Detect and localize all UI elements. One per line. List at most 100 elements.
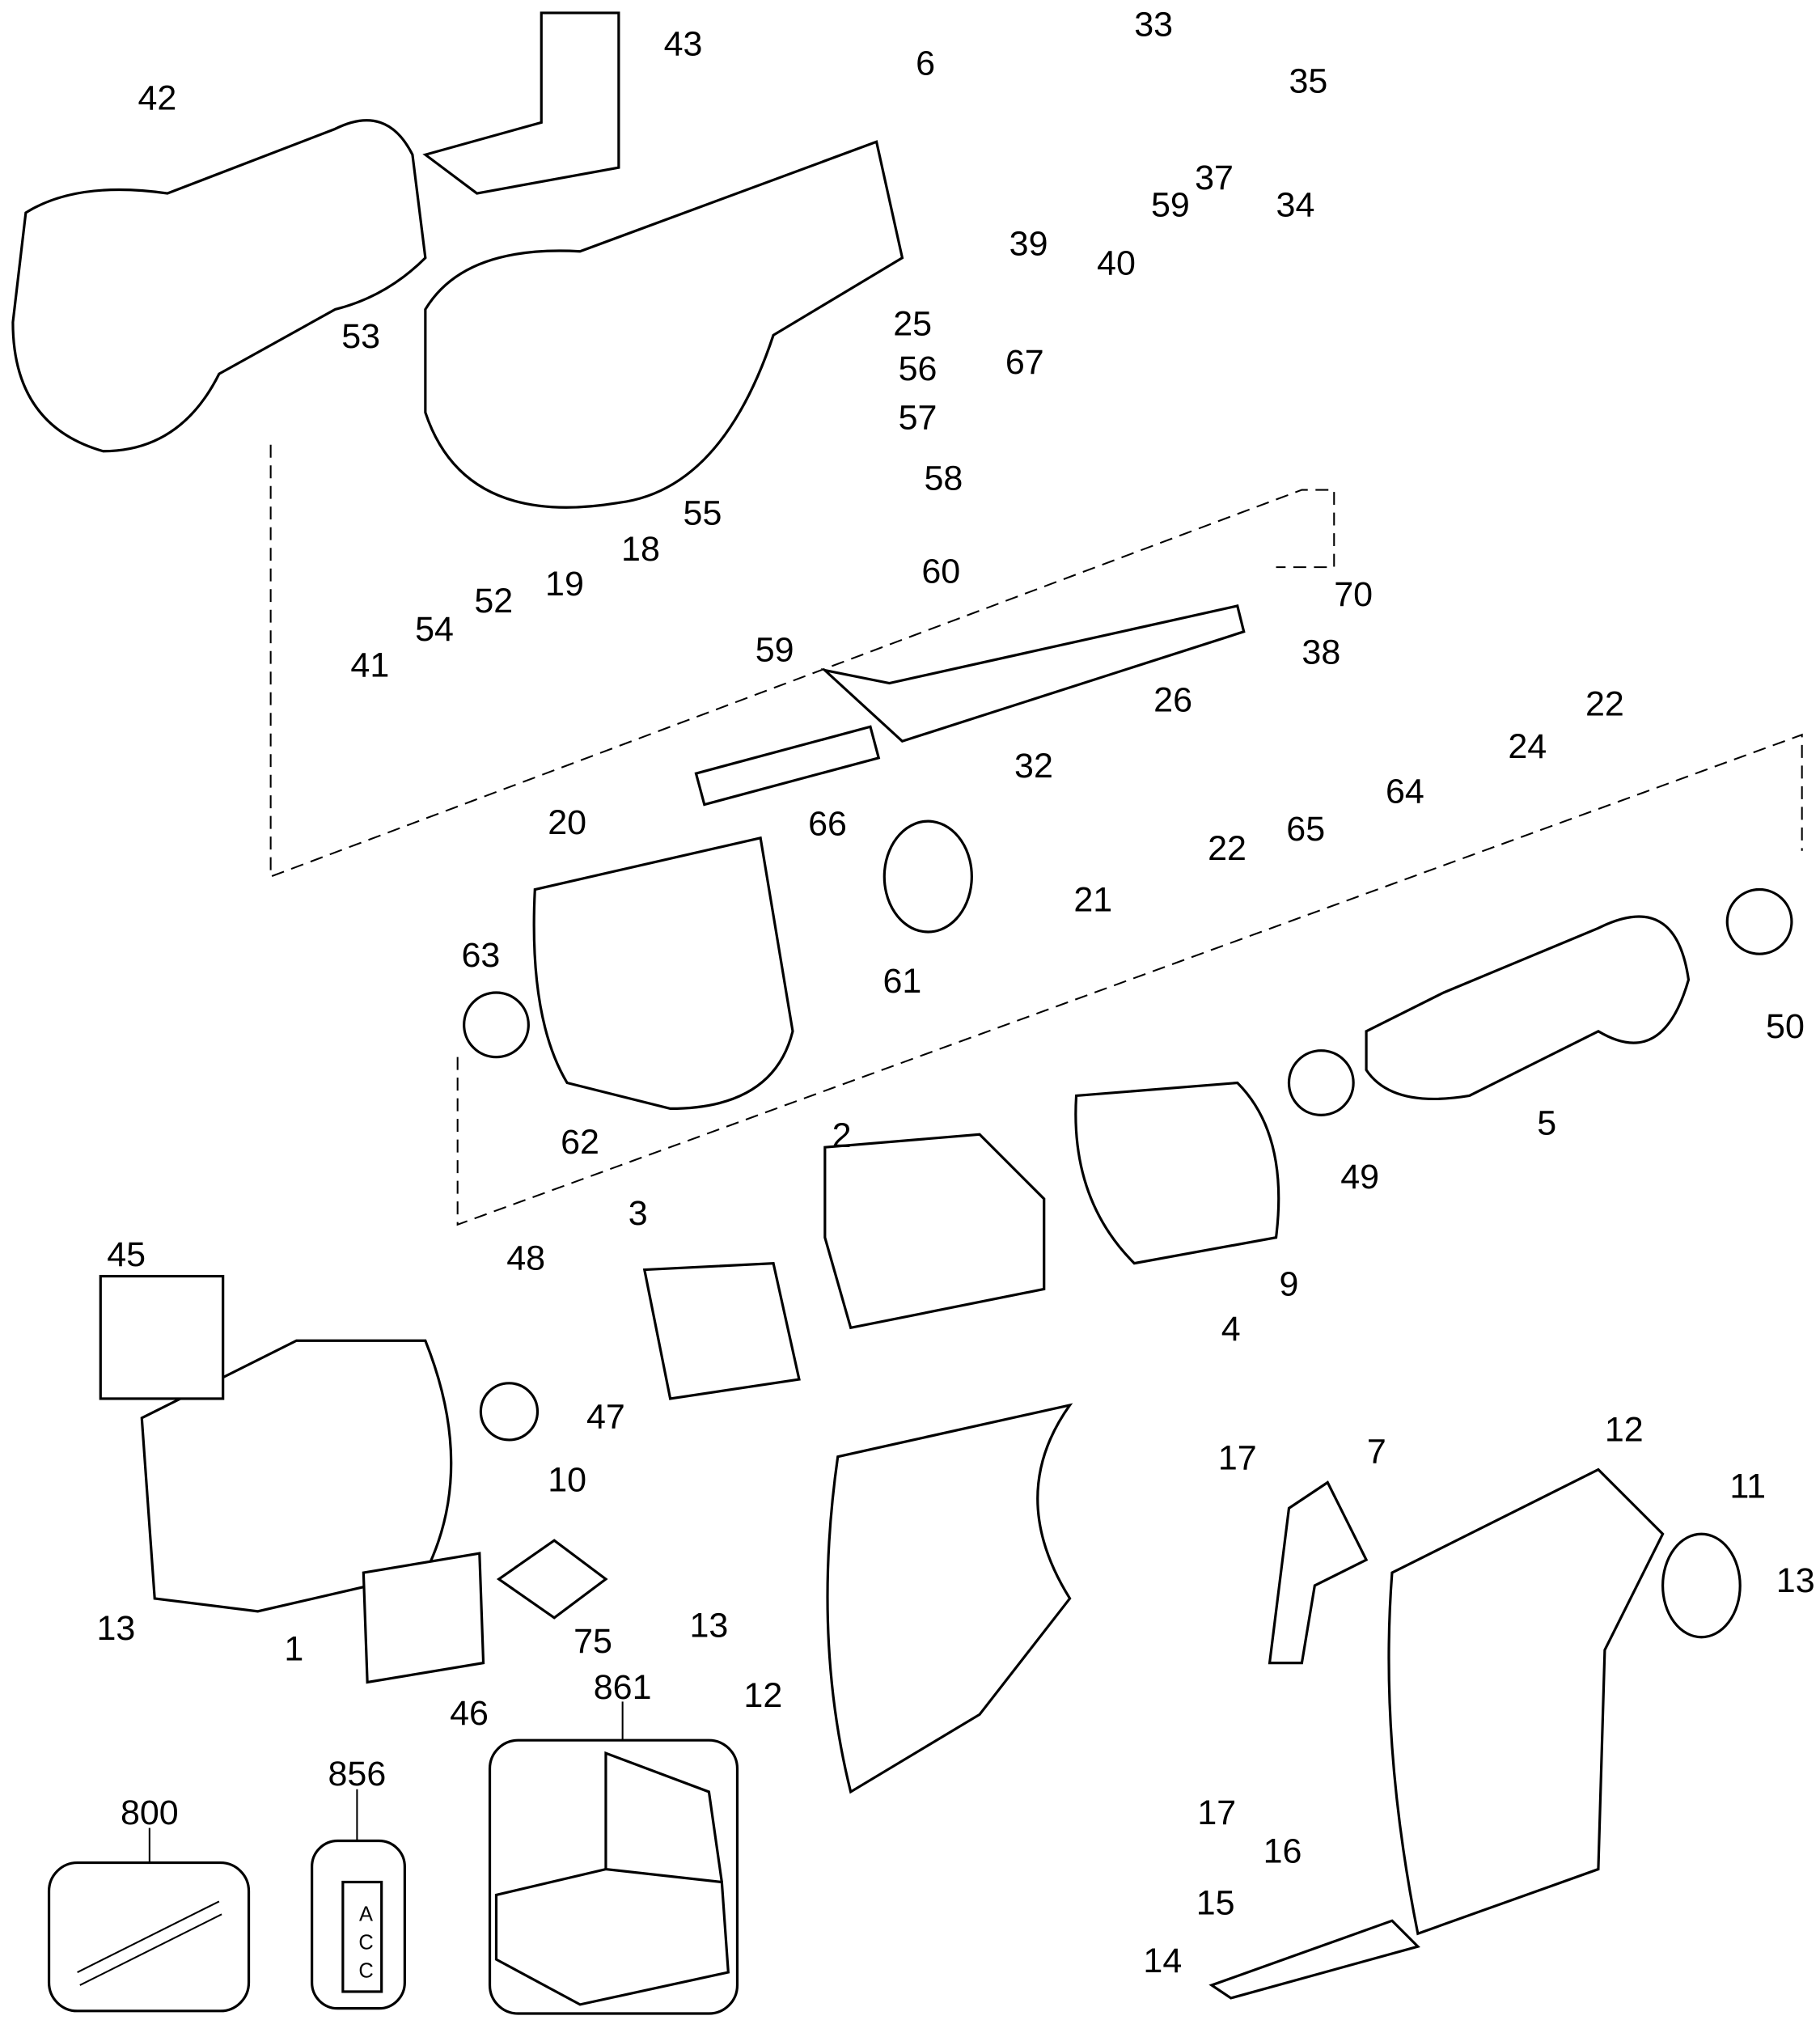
assembly-guide-lower — [456, 733, 1803, 1226]
callout-62: 62 — [561, 1123, 599, 1162]
callout-3: 3 — [629, 1194, 648, 1233]
callout-16: 16 — [1263, 1832, 1302, 1871]
handle-half-part — [826, 1403, 1073, 1794]
callout-4: 4 — [1221, 1310, 1241, 1349]
assembly-guide-upper — [269, 444, 1335, 879]
callout-56: 56 — [899, 349, 938, 388]
callout-37: 37 — [1195, 159, 1234, 197]
callout-67: 67 — [1005, 343, 1044, 382]
callout-38: 38 — [1302, 633, 1340, 672]
callout-66: 66 — [808, 805, 847, 844]
callout-39: 39 — [1009, 225, 1048, 264]
callout-22: 22 — [1208, 829, 1246, 868]
label-part — [496, 1539, 608, 1620]
brush-holder-part — [642, 1261, 801, 1400]
callout-54: 54 — [415, 610, 454, 649]
o-ring-part — [463, 991, 530, 1059]
handle-half-part — [1387, 1467, 1665, 1936]
end-cap-part — [1661, 1532, 1742, 1639]
callout-11: 11 — [1729, 1467, 1766, 1506]
switch-part — [1268, 1480, 1369, 1665]
blade-icon — [77, 1900, 222, 1986]
baffle-part — [1074, 1081, 1280, 1265]
case-icon — [494, 1751, 730, 2006]
callout-17: 17 — [1218, 1439, 1257, 1478]
callout-65: 65 — [1286, 810, 1325, 849]
callout-41: 41 — [350, 646, 389, 685]
callout-5: 5 — [1537, 1103, 1556, 1142]
callout-42: 42 — [138, 78, 176, 117]
callout-40: 40 — [1097, 244, 1136, 282]
callout-21: 21 — [1073, 881, 1112, 920]
callout-47: 47 — [586, 1398, 625, 1437]
callout-60: 60 — [921, 552, 960, 591]
callout-55: 55 — [684, 494, 722, 533]
callout-13: 13 — [689, 1607, 728, 1645]
callout-18: 18 — [621, 530, 660, 569]
callout-35: 35 — [1289, 62, 1327, 101]
callout-64: 64 — [1386, 773, 1424, 811]
callout-9: 9 — [1280, 1264, 1299, 1303]
bevel-gear-part — [882, 819, 973, 934]
callout-12: 12 — [743, 1676, 782, 1715]
acc-letter: C — [358, 1931, 373, 1954]
callout-19: 19 — [545, 565, 584, 603]
shoe-bracket-part — [422, 11, 620, 195]
acc-letter: C — [358, 1959, 373, 1982]
callout-25: 25 — [893, 304, 932, 343]
callout-856: 856 — [328, 1755, 387, 1793]
callout-13: 13 — [96, 1609, 135, 1648]
gear-case-part — [424, 140, 904, 509]
callout-34: 34 — [1276, 186, 1315, 225]
bearing-part — [1725, 887, 1793, 955]
callout-50: 50 — [1766, 1007, 1805, 1046]
callout-6: 6 — [916, 44, 935, 83]
callout-63: 63 — [461, 936, 500, 975]
callout-24: 24 — [1508, 727, 1547, 766]
callout-14: 14 — [1143, 1942, 1182, 1980]
callout-26: 26 — [1153, 681, 1192, 720]
callout-52: 52 — [474, 582, 513, 620]
callout-57: 57 — [899, 399, 938, 438]
label-part — [99, 1274, 225, 1400]
callout-2: 2 — [832, 1116, 852, 1155]
callout-70: 70 — [1334, 575, 1373, 614]
callout-49: 49 — [1340, 1158, 1379, 1196]
label-part — [362, 1552, 485, 1684]
acc-card — [341, 1880, 383, 1993]
callout-17: 17 — [1197, 1793, 1236, 1832]
callout-861: 861 — [594, 1668, 652, 1707]
bearing-part — [1287, 1049, 1355, 1116]
callout-61: 61 — [883, 962, 922, 1001]
spacer-part — [479, 1382, 540, 1442]
motor-housing-part — [532, 836, 794, 1110]
callout-10: 10 — [548, 1461, 586, 1500]
callout-800: 800 — [121, 1793, 179, 1832]
callout-15: 15 — [1196, 1883, 1235, 1922]
callout-59: 59 — [1151, 186, 1190, 225]
callout-33: 33 — [1134, 6, 1173, 44]
callout-43: 43 — [664, 25, 703, 64]
callout-53: 53 — [341, 317, 380, 356]
field-part — [823, 1133, 1046, 1330]
callout-58: 58 — [925, 459, 963, 498]
callout-13: 13 — [1776, 1561, 1815, 1600]
callout-12: 12 — [1605, 1411, 1644, 1450]
rear-housing-part — [11, 119, 427, 453]
callout-46: 46 — [450, 1694, 489, 1733]
callout-75: 75 — [574, 1622, 612, 1661]
acc-letter: A — [359, 1903, 373, 1925]
callout-7: 7 — [1367, 1433, 1386, 1472]
callout-45: 45 — [107, 1235, 146, 1274]
callout-48: 48 — [506, 1239, 545, 1278]
armature-part — [1365, 915, 1691, 1101]
callout-1: 1 — [284, 1629, 303, 1668]
callout-32: 32 — [1014, 747, 1053, 786]
gear-case-cover-part — [820, 604, 1246, 743]
callout-20: 20 — [548, 803, 586, 842]
cord-protector-part — [1208, 1919, 1420, 2000]
callout-59: 59 — [756, 630, 794, 669]
key-part — [694, 725, 881, 807]
